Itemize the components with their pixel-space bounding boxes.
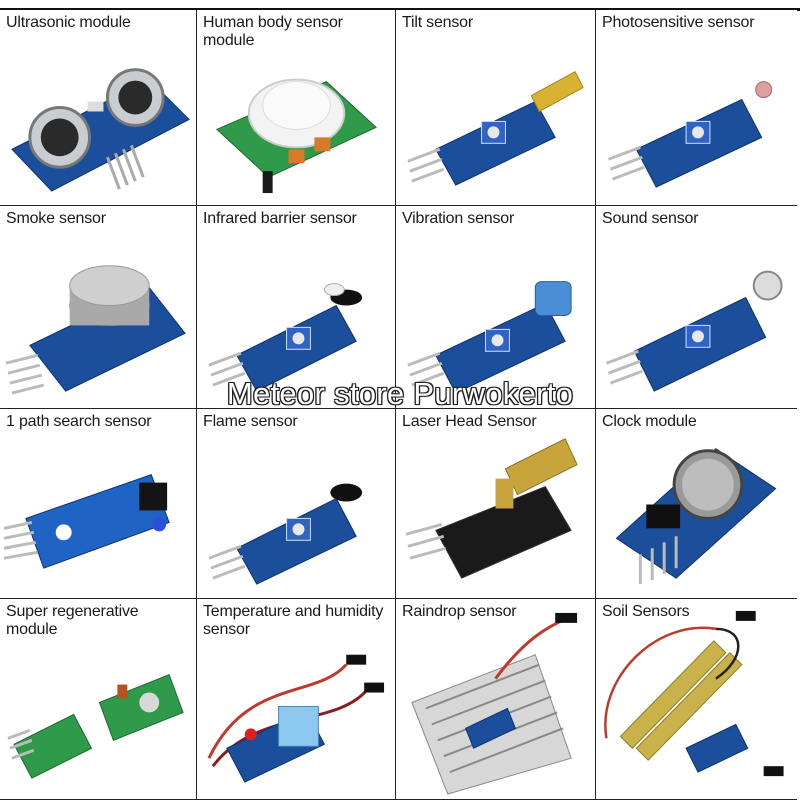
soil-sensor-image bbox=[604, 610, 784, 777]
module-cell-infrared-barrier: Infrared barrier sensor bbox=[197, 206, 396, 409]
flame-sensor-image bbox=[208, 483, 363, 585]
module-label: Photosensitive sensor bbox=[602, 14, 755, 31]
module-cell-temperature-humidity: Temperature and humidity sensor bbox=[197, 599, 396, 800]
module-cell-super-regenerative: Super regenerative module bbox=[0, 599, 197, 800]
module-label: 1 path search sensor bbox=[6, 413, 152, 430]
smoke-sensor-image bbox=[5, 265, 186, 395]
laser-head-image bbox=[405, 438, 578, 579]
module-label: Human body sensor module bbox=[203, 14, 343, 49]
raindrop-sensor-image bbox=[411, 612, 578, 795]
top-border bbox=[0, 8, 800, 11]
module-label: Ultrasonic module bbox=[6, 14, 131, 31]
module-label: Smoke sensor bbox=[6, 210, 106, 227]
pir-module-image bbox=[216, 78, 377, 194]
module-label: Infrared barrier sensor bbox=[203, 210, 357, 227]
module-cell-path-search: 1 path search sensor bbox=[0, 409, 197, 599]
line-tracker-image bbox=[3, 474, 170, 569]
module-cell-human-body: Human body sensor module bbox=[197, 10, 396, 206]
module-label: Raindrop sensor bbox=[402, 603, 517, 620]
module-cell-photosensitive: Photosensitive sensor bbox=[596, 10, 797, 206]
module-label: Flame sensor bbox=[203, 413, 298, 430]
module-label: Laser Head Sensor bbox=[402, 413, 537, 430]
module-label: Super regenerative module bbox=[6, 603, 139, 638]
module-cell-sound: Sound sensor bbox=[596, 206, 797, 409]
module-cell-flame: Flame sensor bbox=[197, 409, 396, 599]
module-cell-tilt: Tilt sensor bbox=[396, 10, 596, 206]
sound-sensor-image bbox=[605, 270, 783, 392]
dht-sensor-image bbox=[207, 654, 385, 783]
watermark-text: Meteor store Purwokerto bbox=[226, 376, 574, 411]
tilt-sensor-image bbox=[407, 71, 584, 186]
vibration-sensor-image bbox=[407, 281, 572, 394]
infrared-barrier-image bbox=[208, 283, 363, 392]
module-cell-ultrasonic: Ultrasonic module bbox=[0, 10, 197, 206]
photosensitive-sensor-image bbox=[607, 81, 773, 188]
module-cell-clock: Clock module bbox=[596, 409, 797, 599]
module-label: Tilt sensor bbox=[402, 14, 474, 31]
clock-module-image bbox=[615, 448, 777, 585]
ultrasonic-module-image bbox=[11, 68, 190, 192]
module-label: Temperature and humidity sensor bbox=[203, 603, 384, 638]
module-cell-raindrop: Raindrop sensor bbox=[396, 599, 596, 800]
module-label: Vibration sensor bbox=[402, 210, 515, 227]
module-label: Clock module bbox=[602, 413, 697, 430]
module-cell-laser-head: Laser Head Sensor bbox=[396, 409, 596, 599]
module-cell-vibration: Vibration sensor bbox=[396, 206, 596, 409]
module-label: Sound sensor bbox=[602, 210, 699, 227]
module-cell-soil: Soil Sensors bbox=[596, 599, 797, 800]
module-cell-smoke: Smoke sensor bbox=[0, 206, 197, 409]
rf-module-image bbox=[7, 673, 184, 779]
module-label: Soil Sensors bbox=[602, 603, 690, 620]
